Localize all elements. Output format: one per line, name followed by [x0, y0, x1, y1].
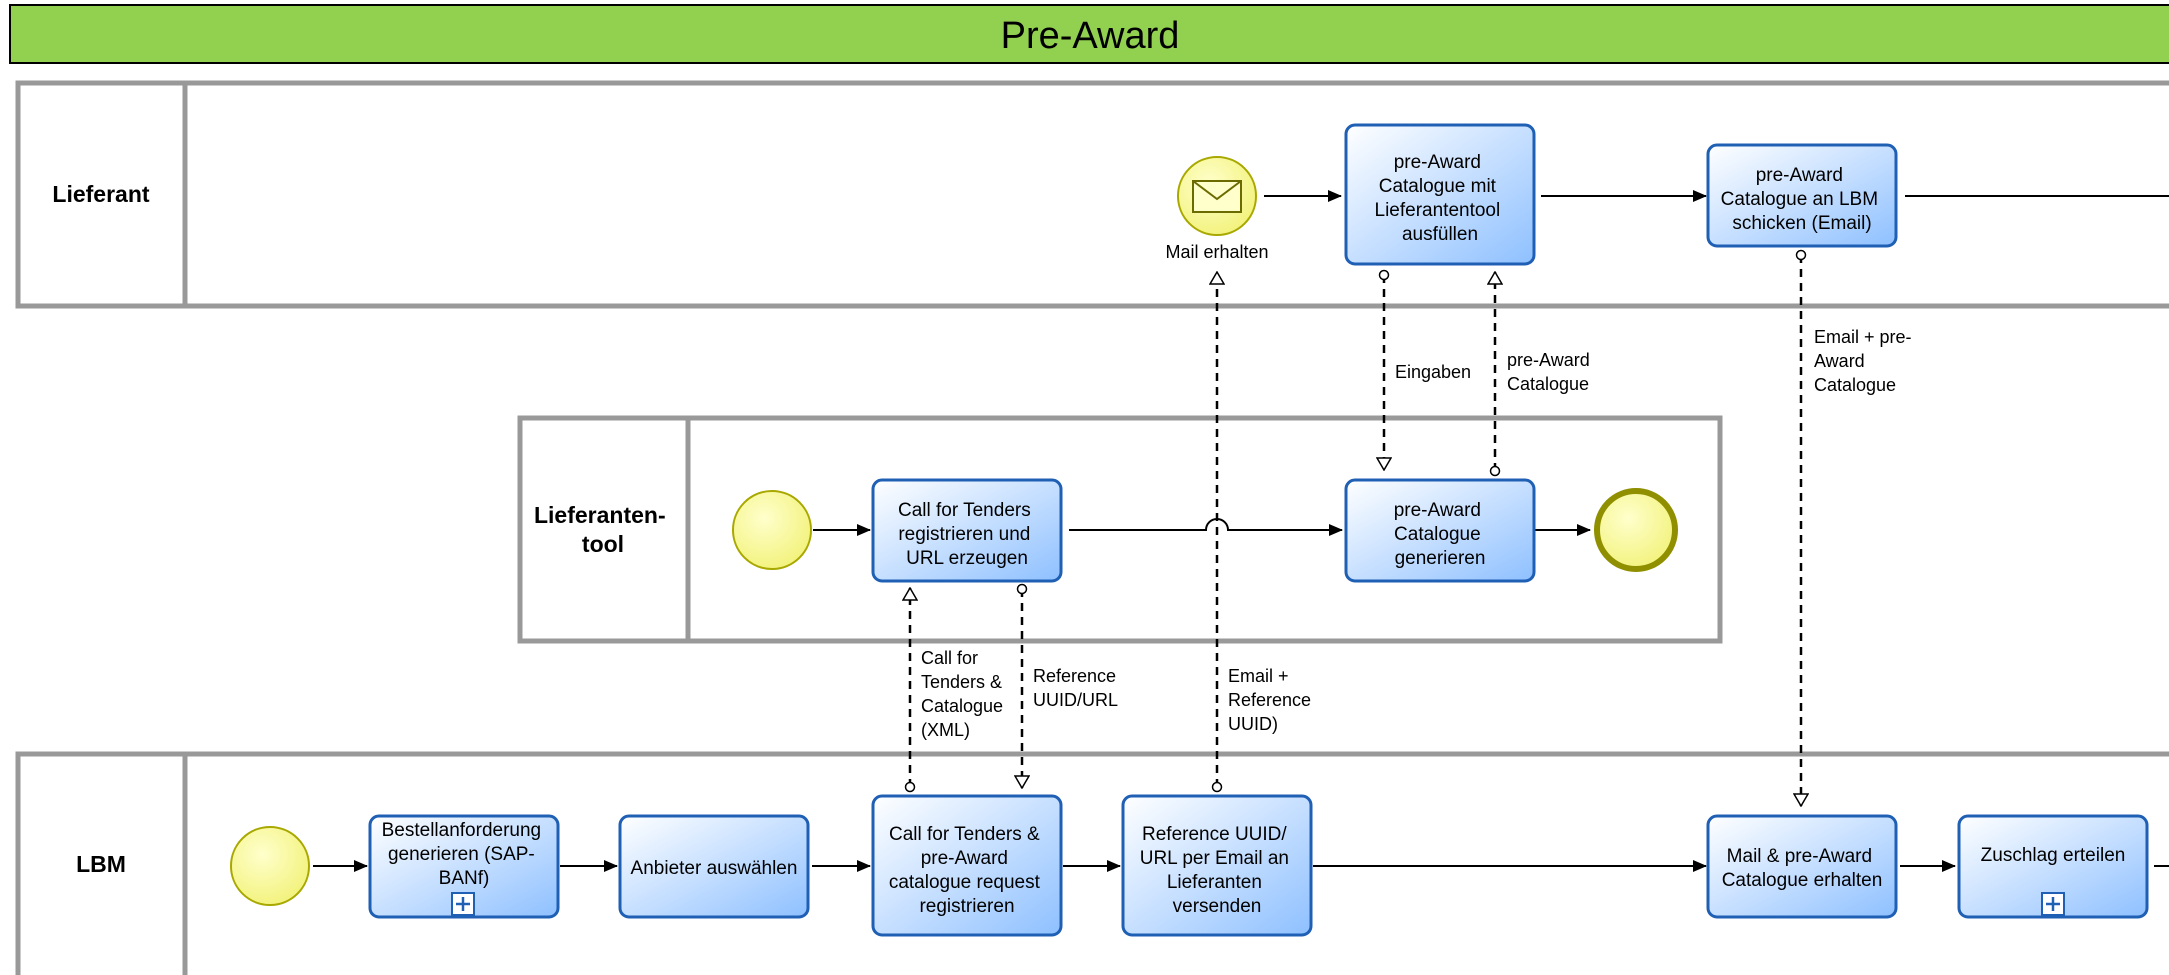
event-mail-received: Mail erhalten: [1165, 156, 1269, 262]
pool-header: Pre-Award: [9, 4, 2169, 64]
start-event-lbm: [230, 826, 310, 906]
envelope-icon: [1192, 180, 1242, 213]
task-zuschlag[interactable]: Zuschlag erteilen: [1957, 814, 2149, 919]
task-register-cft[interactable]: Call for Tenders & pre-Award catalogue r…: [871, 794, 1063, 937]
message-flows: [910, 255, 1801, 806]
task-register-url[interactable]: Call for Tenders registrieren und URL er…: [871, 478, 1063, 583]
label-email-reference: Email + Reference UUID): [1228, 666, 1316, 734]
lane-label-lbm: LBM: [76, 851, 126, 877]
label-pre-award-catalogue: pre-Award Catalogue: [1507, 350, 1595, 394]
task-bestellanforderung-label: Bestellanforderung generieren (SAP- BANf…: [382, 820, 547, 889]
lane-label-lieferant: Lieferant: [52, 181, 149, 207]
task-generate-catalogue[interactable]: pre-Award Catalogue generieren: [1344, 478, 1536, 583]
subprocess-plus-icon[interactable]: [2041, 892, 2065, 916]
end-event-tool: [1594, 488, 1678, 572]
task-anbieter-label: Anbieter auswählen: [631, 858, 798, 879]
label-reference-uuid-url: Reference UUID/URL: [1033, 666, 1121, 710]
task-bestellanforderung[interactable]: Bestellanforderung generieren (SAP- BANf…: [368, 814, 560, 919]
subprocess-plus-icon[interactable]: [451, 892, 475, 916]
task-zuschlag-label: Zuschlag erteilen: [1981, 845, 2126, 866]
task-receive-mail-label: Mail & pre-Award Catalogue erhalten: [1722, 846, 1883, 891]
task-send-catalogue-label: pre-Award Catalogue an LBM schicken (Ema…: [1721, 165, 1884, 234]
start-event-tool: [732, 490, 812, 570]
task-receive-mail[interactable]: Mail & pre-Award Catalogue erhalten: [1706, 814, 1898, 919]
lane-label-lieferantentool: Lieferanten- tool: [534, 502, 672, 557]
diagram-title: Pre-Award: [1001, 15, 1180, 57]
label-email-pre-award: Email + pre- Award Catalogue: [1814, 327, 1917, 395]
task-send-reference-label: Reference UUID/ URL per Email an Liefera…: [1140, 824, 1295, 917]
task-send-catalogue[interactable]: pre-Award Catalogue an LBM schicken (Ema…: [1706, 143, 1898, 248]
task-fill-catalogue[interactable]: pre-Award Catalogue mit Lieferantentool …: [1344, 123, 1536, 266]
task-fill-catalogue-label: pre-Award Catalogue mit Lieferantentool …: [1375, 152, 1506, 245]
task-send-reference[interactable]: Reference UUID/ URL per Email an Liefera…: [1121, 794, 1313, 937]
label-call-for-tenders: Call for Tenders & Catalogue (XML): [921, 648, 1008, 740]
task-register-cft-label: Call for Tenders & pre-Award catalogue r…: [889, 824, 1045, 917]
task-generate-catalogue-label: pre-Award Catalogue generieren: [1394, 500, 1487, 569]
sequence-flows: [313, 190, 2169, 872]
event-mail-label: Mail erhalten: [1165, 242, 1268, 262]
task-register-url-label: Call for Tenders registrieren und URL er…: [898, 500, 1036, 569]
task-anbieter[interactable]: Anbieter auswählen: [618, 814, 810, 919]
label-eingaben: Eingaben: [1395, 362, 1471, 382]
